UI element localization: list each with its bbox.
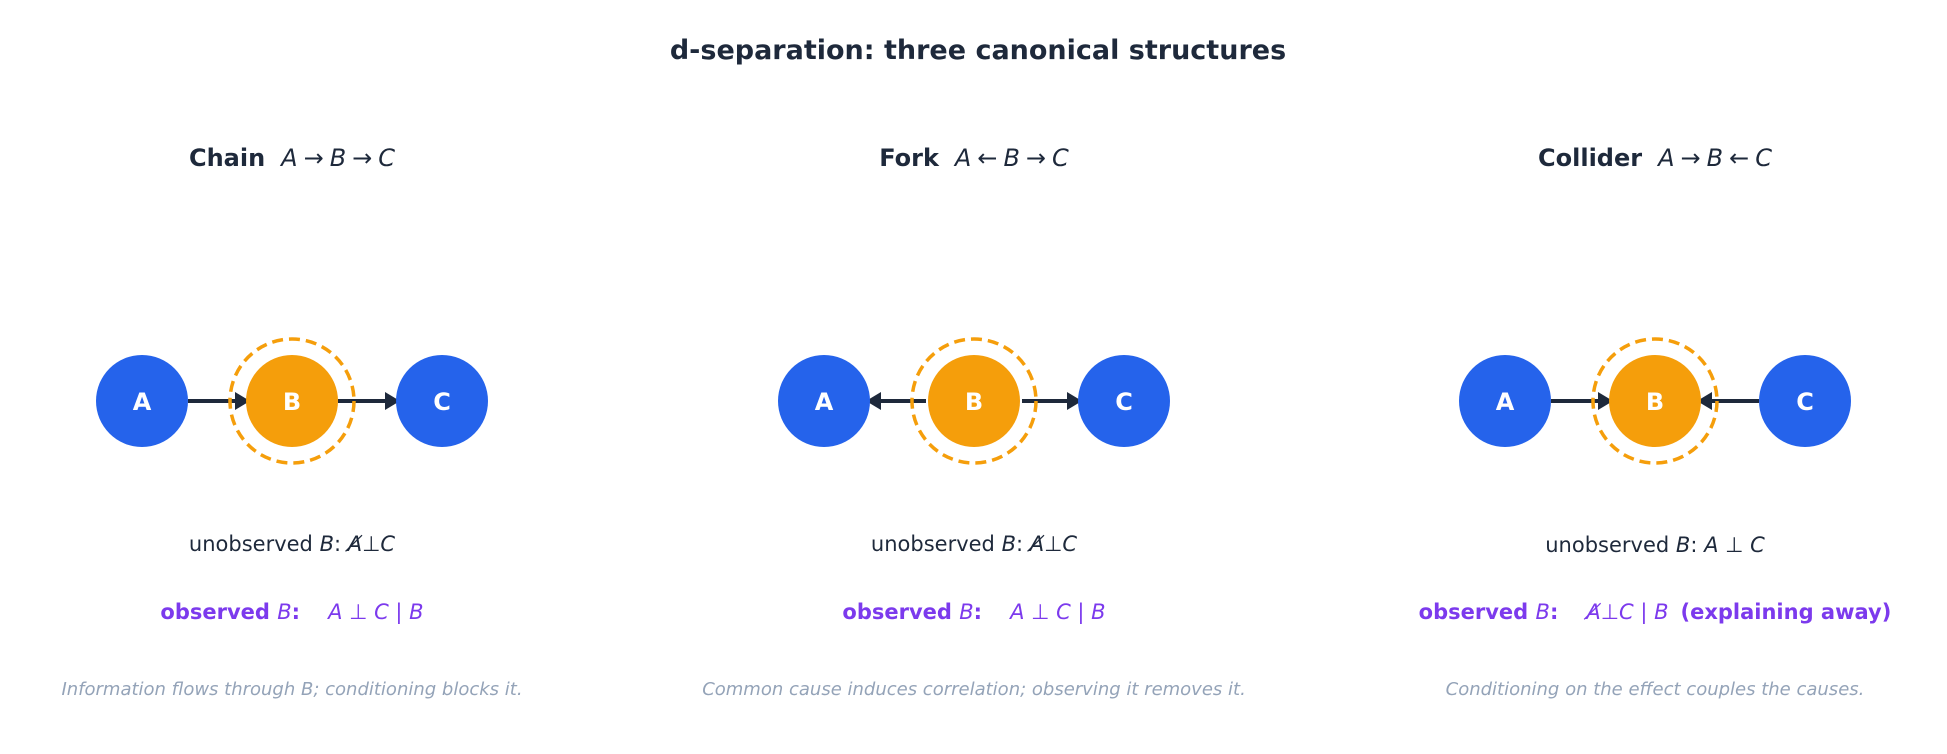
- observed-statement: observed B: A ⊥ C | B: [160, 600, 423, 625]
- unobserved-var: B: [1676, 533, 1690, 557]
- formula-c: C: [1755, 144, 1772, 172]
- observed-label: observed: [160, 600, 277, 624]
- node-c: [396, 355, 488, 447]
- observed-statement: observed B: A̸⊥C | B (explaining away): [1419, 600, 1892, 625]
- independence-statement: A ⊥ C: [1702, 533, 1765, 557]
- node-c-label: C: [1115, 388, 1133, 416]
- formula-b: B: [330, 144, 346, 172]
- unobserved-statement: unobserved B: A̸⊥C: [189, 532, 396, 556]
- arrowhead: [1598, 392, 1613, 410]
- independence-statement: A ⊥ C | B: [1008, 600, 1106, 625]
- panel-caption: Common cause induces correlation; observ…: [702, 679, 1246, 700]
- observed-var: B: [1536, 600, 1550, 624]
- unobserved-statement: unobserved B: A̸⊥C: [871, 532, 1078, 556]
- arrowhead: [1697, 392, 1712, 410]
- formula-arrow: →: [352, 144, 372, 172]
- node-a: [1459, 355, 1551, 447]
- observed-statement: observed B: A ⊥ C | B: [842, 600, 1105, 625]
- node-b-label: B: [283, 388, 301, 416]
- observed-ring: [1591, 337, 1719, 465]
- formula-a: A: [279, 144, 297, 172]
- unobserved-colon: :: [334, 532, 348, 556]
- independence-statement: A̸⊥C: [345, 532, 395, 556]
- diagram-title: d-separation: three canonical structures: [670, 35, 1286, 66]
- node-c-label: C: [433, 388, 451, 416]
- formula-arrow: ←: [977, 144, 997, 172]
- node-a: [96, 355, 188, 447]
- panel-heading: Fork A←B→C: [879, 144, 1069, 172]
- unobserved-colon: :: [1016, 532, 1030, 556]
- unobserved-label: unobserved: [1545, 533, 1676, 557]
- formula-arrow: ←: [1729, 144, 1749, 172]
- node-a-label: A: [1496, 388, 1515, 416]
- unobserved-statement: unobserved B: A ⊥ C: [1545, 533, 1765, 557]
- observed-label: observed: [842, 600, 959, 624]
- node-b: [928, 355, 1020, 447]
- node-b-label: B: [1646, 388, 1664, 416]
- node-c: [1078, 355, 1170, 447]
- formula-arrow: →: [304, 144, 324, 172]
- panel-name: Fork: [879, 144, 940, 172]
- formula-arrow: →: [1026, 144, 1046, 172]
- arrowhead: [235, 392, 250, 410]
- observed-label: observed: [1419, 600, 1536, 624]
- node-c: [1759, 355, 1851, 447]
- unobserved-var: B: [320, 532, 334, 556]
- node-a-label: A: [815, 388, 834, 416]
- formula-b: B: [1003, 144, 1019, 172]
- panel-caption: Conditioning on the effect couples the c…: [1446, 679, 1865, 700]
- observed-var: B: [277, 600, 291, 624]
- observed-colon: :: [292, 600, 300, 624]
- panel-caption: Information flows through B; conditionin…: [61, 679, 522, 700]
- panel-heading: Collider A→B←C: [1538, 144, 1772, 172]
- formula-a: A: [953, 144, 971, 172]
- formula-arrow: →: [1681, 144, 1701, 172]
- node-b-label: B: [965, 388, 983, 416]
- observed-ring: [228, 337, 356, 465]
- node-a: [778, 355, 870, 447]
- observed-var: B: [959, 600, 973, 624]
- node-a-label: A: [133, 388, 152, 416]
- formula-a: A: [1656, 144, 1674, 172]
- independence-statement: A̸⊥C: [1027, 532, 1077, 556]
- formula-c: C: [1052, 144, 1069, 172]
- formula-b: B: [1707, 144, 1723, 172]
- node-b: [246, 355, 338, 447]
- panel-name: Collider: [1538, 144, 1642, 172]
- node-b: [1609, 355, 1701, 447]
- unobserved-colon: :: [1690, 533, 1704, 557]
- observed-colon: :: [974, 600, 982, 624]
- panel-name: Chain: [189, 144, 265, 172]
- unobserved-label: unobserved: [871, 532, 1002, 556]
- independence-statement: A ⊥ C | B: [326, 600, 424, 625]
- arrowhead: [866, 392, 881, 410]
- explaining-away-note: (explaining away): [1681, 600, 1892, 624]
- observed-ring: [910, 337, 1038, 465]
- observed-colon: :: [1550, 600, 1558, 624]
- independence-statement: A̸⊥C | B: [1584, 600, 1669, 625]
- unobserved-var: B: [1002, 532, 1016, 556]
- node-c-label: C: [1796, 388, 1814, 416]
- unobserved-label: unobserved: [189, 532, 320, 556]
- formula-c: C: [378, 144, 395, 172]
- arrowhead: [1067, 392, 1082, 410]
- arrowhead: [385, 392, 400, 410]
